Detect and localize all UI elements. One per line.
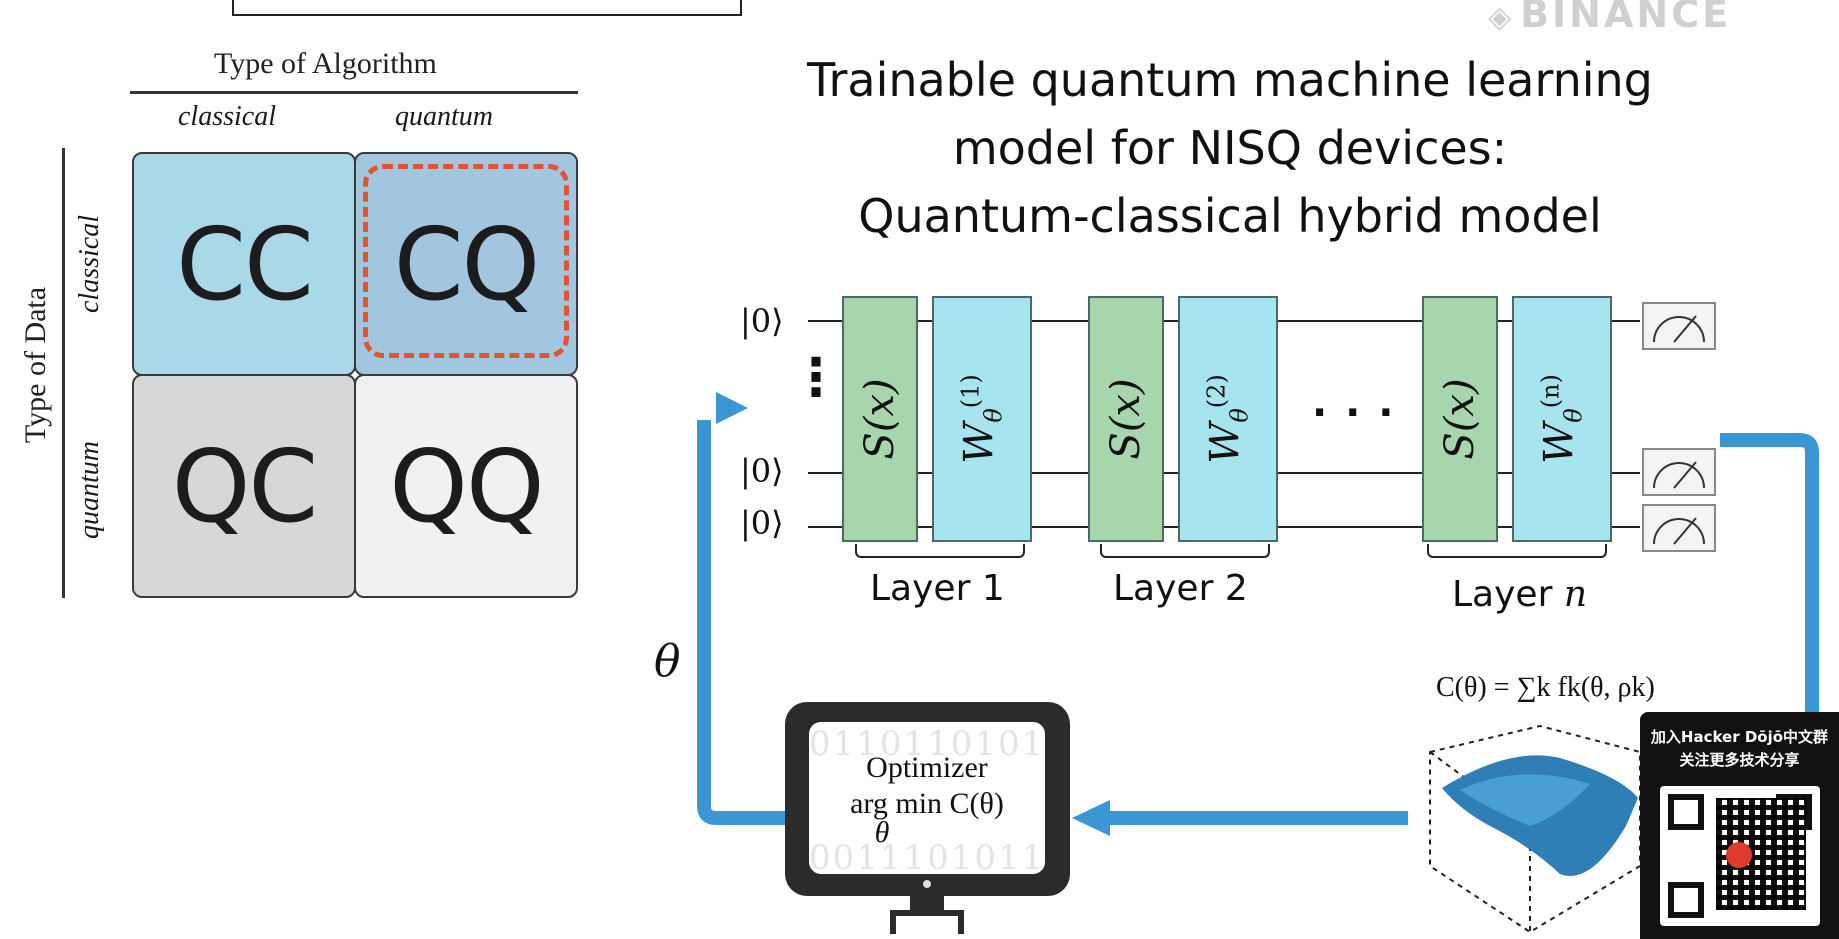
cell-qc: QC — [132, 374, 356, 598]
ket-0-top: |0⟩ — [740, 302, 784, 340]
title-line-1: Trainable quantum machine learning — [807, 53, 1653, 107]
binance-logo-icon: ◈ — [1488, 0, 1515, 35]
layer-n-var: n — [1563, 574, 1588, 615]
qr-caption-line-2: 关注更多技术分享 — [1679, 751, 1800, 769]
horizontal-ellipsis: · · · — [1312, 390, 1396, 436]
measurement-icon — [1642, 504, 1716, 552]
variational-gate-layer-n: Wθ(n) — [1512, 296, 1612, 542]
binary-bits-bottom: 0011101011 — [809, 838, 1045, 874]
cq-highlight-dashed — [363, 164, 569, 358]
data-axis-rule — [62, 148, 65, 598]
optimizer-screen: 0110110101 0011101011 Optimizer arg min … — [809, 722, 1045, 874]
slide-title: Trainable quantum machine learning model… — [760, 46, 1700, 250]
layer-n-label: Layer n — [1452, 574, 1587, 615]
ket-0-bottom: |0⟩ — [740, 504, 784, 542]
encoding-gate-layer-n: S(x) — [1422, 296, 1498, 542]
algorithm-axis-title: Type of Algorithm — [214, 47, 437, 80]
measurement-icon — [1642, 302, 1716, 350]
monitor-stand-neck — [910, 894, 944, 912]
layer-n-prefix: Layer — [1452, 574, 1564, 615]
cell-qq: QQ — [354, 374, 578, 598]
title-line-2: model for NISQ devices: — [952, 121, 1508, 175]
layer-2-label: Layer 2 — [1113, 568, 1248, 609]
binance-watermark: ◈BINANCE — [1488, 0, 1731, 36]
encoding-gate-layer-2: S(x) — [1088, 296, 1164, 542]
cell-cc: CC — [132, 152, 356, 376]
title-line-3: Quantum-classical hybrid model — [858, 189, 1602, 243]
variational-gate-layer-1: Wθ(1) — [932, 296, 1032, 542]
optimizer-subscript: θ — [874, 816, 890, 849]
binary-bits-top: 0110110101 — [809, 724, 1045, 764]
optimizer-monitor: 0110110101 0011101011 Optimizer arg min … — [785, 702, 1070, 896]
algorithm-axis-rule — [130, 91, 578, 94]
theta-label: θ — [654, 636, 681, 687]
ket-0-mid: |0⟩ — [740, 452, 784, 490]
layer-n-brace — [1427, 544, 1607, 558]
optimizer-title: Optimizer — [866, 751, 988, 784]
cost-landscape-plot — [1429, 724, 1641, 934]
cost-function-formula: C(θ) = ∑k fk(θ, ρk) — [1436, 672, 1655, 703]
qr-code-icon — [1659, 786, 1820, 926]
layer-2-brace — [1100, 544, 1270, 558]
qr-overlay: 加入Hacker Dōjō中文群 关注更多技术分享 — [1640, 712, 1839, 939]
col-label-quantum: quantum — [395, 101, 493, 132]
layer-1-label: Layer 1 — [870, 568, 1005, 609]
variational-gate-layer-2: Wθ(2) — [1178, 296, 1278, 542]
optimizer-objective: arg min C(θ) — [850, 787, 1004, 820]
monitor-power-dot — [923, 880, 931, 888]
col-label-classical: classical — [178, 101, 276, 132]
vertical-ellipsis: ⋮ — [790, 348, 842, 408]
monitor-stand-base — [890, 910, 964, 934]
measurement-icon — [1642, 448, 1716, 496]
qr-caption-line-1: 加入Hacker Dōjō中文群 — [1650, 728, 1829, 746]
encoding-gate-layer-1: S(x) — [842, 296, 918, 542]
top-bracket — [232, 0, 742, 16]
layer-1-brace — [855, 544, 1025, 558]
binance-brand: BINANCE — [1520, 0, 1732, 36]
